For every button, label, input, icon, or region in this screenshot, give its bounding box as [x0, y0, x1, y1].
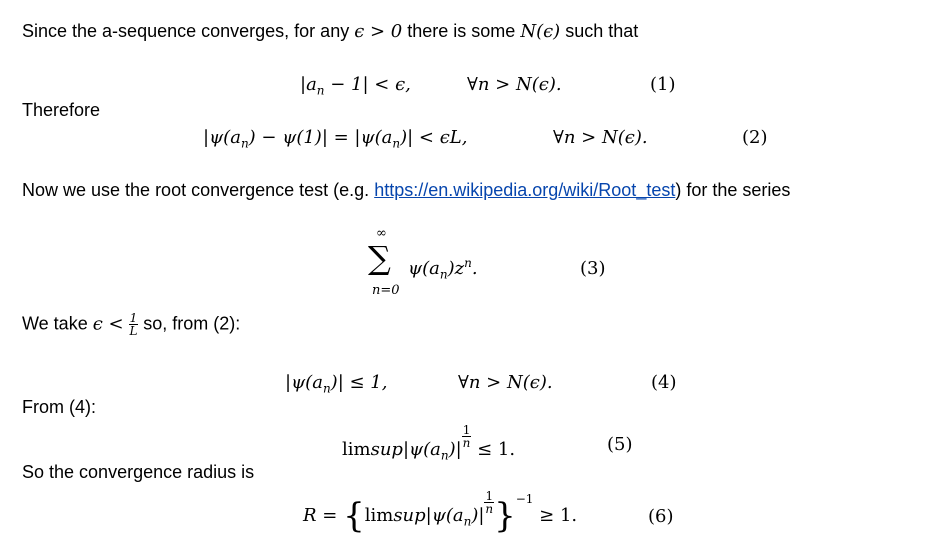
equation-2: |ψ(an) − ψ(1)| = |ψ(an)| < ϵL,: [203, 127, 467, 151]
math: n: [439, 267, 448, 282]
sum-upper-limit: ∞: [376, 226, 387, 241]
math: }: [494, 496, 516, 536]
equation-6-number: (6): [648, 506, 674, 527]
math: n: [463, 514, 472, 529]
math: {: [343, 496, 365, 536]
sum-symbol: ∑: [368, 239, 391, 277]
equation-5-number: (5): [607, 434, 633, 455]
equation-4-number: (4): [651, 372, 677, 393]
math: lim: [342, 439, 371, 460]
math: ≤ 1.: [471, 439, 516, 460]
math: n: [440, 448, 449, 463]
equation-2-number: (2): [742, 127, 768, 148]
numerator: 1: [484, 489, 495, 503]
equation-4: |ψ(an)| ≤ 1,: [285, 372, 387, 396]
math: n: [322, 381, 331, 396]
denominator: n: [462, 436, 471, 450]
text: such that: [560, 21, 639, 41]
text: so, from (2):: [138, 313, 241, 334]
math: |ψ(a: [425, 505, 464, 526]
math: sup: [370, 439, 403, 460]
math: )| ≤ 1,: [330, 372, 388, 393]
equation-1: |an − 1| < ϵ,: [300, 74, 411, 98]
sum-lower-limit: n=0: [372, 283, 400, 298]
math: |a: [300, 74, 317, 95]
text: Now we use the root convergence test (e.…: [22, 180, 375, 200]
math: )| < ϵL,: [400, 127, 468, 148]
math-inline: ϵ <: [92, 313, 124, 335]
text: ) for the series: [675, 180, 791, 200]
paragraph-root-test: Now we use the root convergence test (e.…: [22, 180, 790, 201]
root-test-link[interactable]: https://en.wikipedia.org/wiki/Root_test: [374, 180, 676, 200]
numerator: 1: [128, 311, 139, 325]
equation-1-condition: ∀n > N(ϵ).: [467, 74, 562, 95]
math: ≥ 1.: [533, 505, 578, 526]
math: n: [464, 256, 472, 270]
math: R =: [303, 505, 344, 526]
math: )z: [447, 258, 465, 279]
math-inline: N(ϵ): [520, 21, 561, 42]
numerator: 1: [461, 423, 472, 437]
math: −1: [515, 492, 534, 506]
math: .: [471, 258, 478, 279]
equation-3-number: (3): [580, 258, 606, 279]
equation-4-condition: ∀n > N(ϵ).: [458, 372, 553, 393]
math: sup: [393, 505, 426, 526]
math: |ψ(a: [203, 127, 241, 148]
math: )|: [448, 439, 462, 460]
denominator: n: [485, 502, 494, 516]
text: there is some: [402, 21, 521, 41]
equation-2-condition: ∀n > N(ϵ).: [553, 127, 648, 148]
math: ψ(a: [408, 258, 440, 279]
math: n: [392, 136, 401, 151]
text: We take: [22, 313, 93, 334]
math: |ψ(a: [285, 372, 323, 393]
text: Since the a-sequence converges, for any: [22, 21, 355, 41]
equation-1-number: (1): [650, 74, 676, 95]
text-convergence-radius: So the convergence radius is: [22, 462, 255, 482]
math: lim: [364, 505, 394, 526]
math-inline: ϵ > 0: [354, 21, 403, 42]
paragraph-intro: Since the a-sequence converges, for any …: [22, 21, 638, 42]
math: n: [316, 83, 325, 98]
math: )|: [471, 505, 485, 526]
text-from-4: From (4):: [22, 397, 96, 417]
math: ) − ψ(1)| = |ψ(a: [248, 127, 393, 148]
equation-3: ψ(an)zn.: [408, 256, 478, 282]
math: − 1| < ϵ,: [324, 74, 411, 95]
math: |ψ(a: [402, 439, 441, 460]
text-therefore: Therefore: [22, 100, 101, 120]
math: n: [240, 136, 249, 151]
denominator: L: [129, 324, 138, 338]
